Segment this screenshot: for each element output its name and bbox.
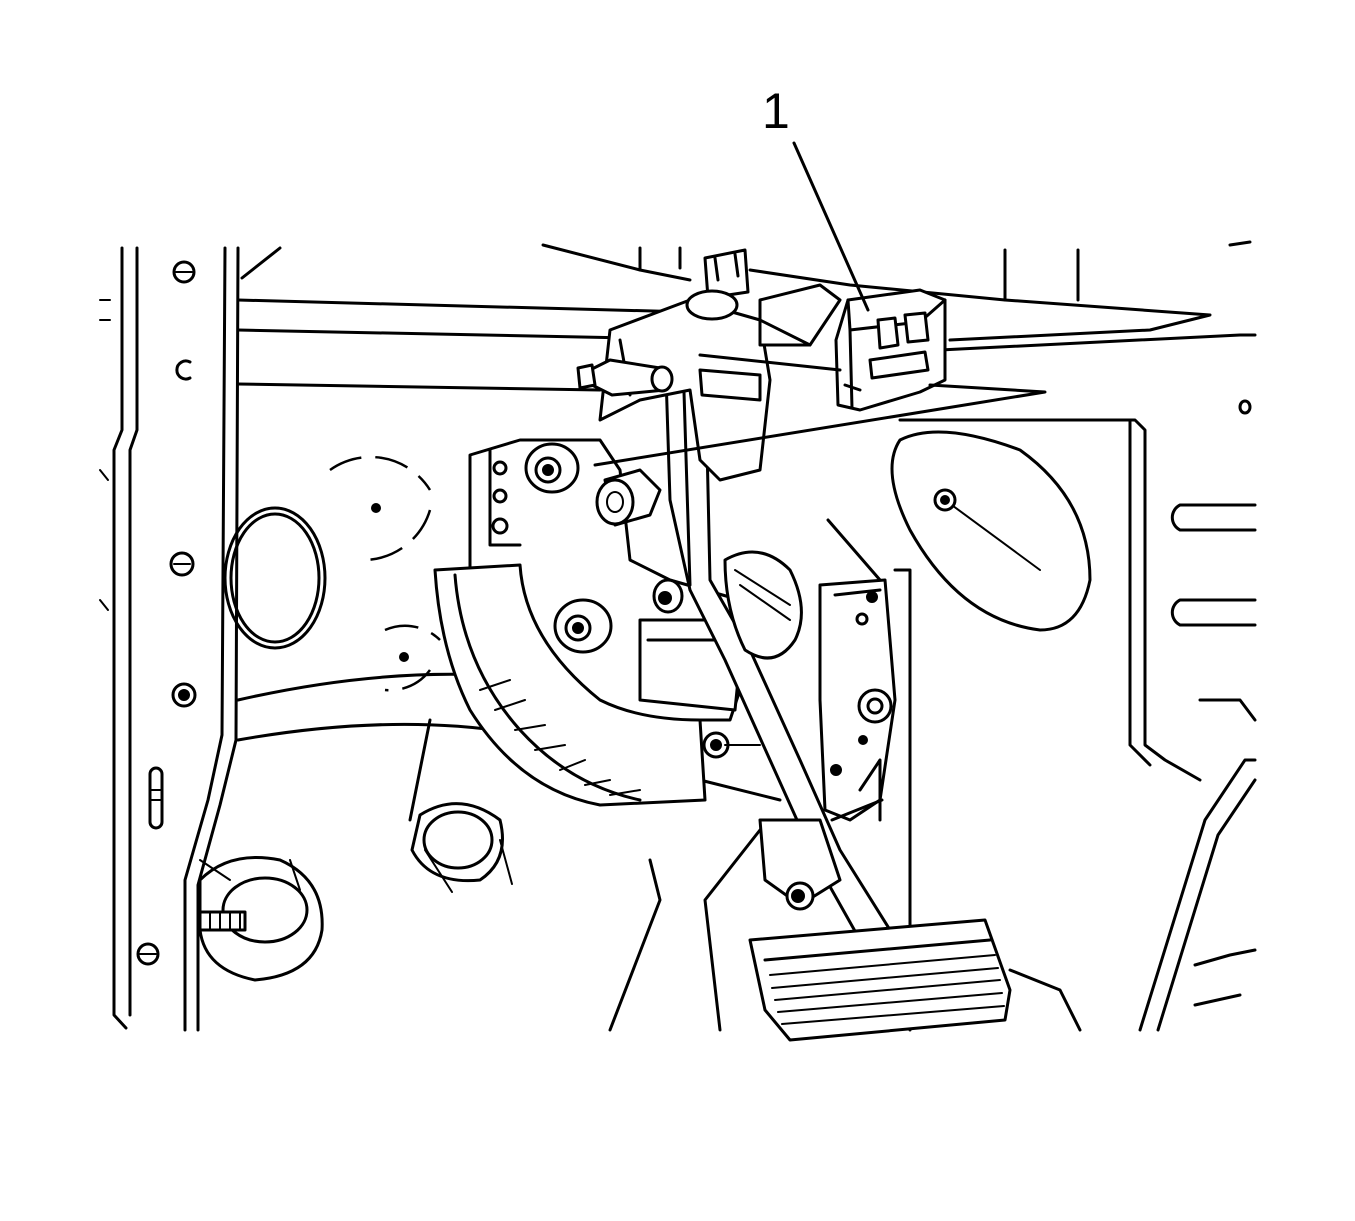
switch-bracket (702, 518, 912, 1032)
brake-pedal-position-sensor (593, 288, 1047, 467)
upper-mount (576, 248, 842, 402)
lower-grommet (198, 802, 513, 982)
callout-1: 1 (762, 83, 870, 312)
dash-structure (236, 240, 1257, 1032)
callout-label-1: 1 (762, 83, 790, 139)
oval-panel (890, 430, 1092, 632)
callout-leader-line (792, 141, 870, 312)
left-pillar (99, 246, 240, 1032)
brake-pedal-arm (598, 298, 892, 942)
brake-pedal-pad (748, 918, 1082, 1042)
access-hole (223, 506, 327, 650)
hidden-lines (329, 455, 441, 692)
